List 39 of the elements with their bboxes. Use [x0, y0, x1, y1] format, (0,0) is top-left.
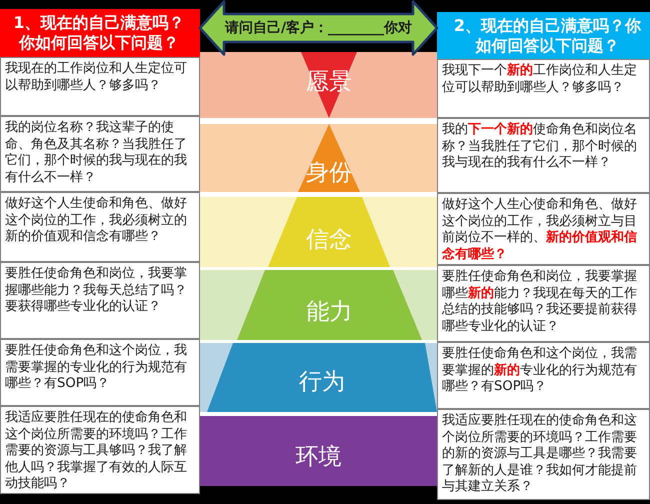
- question-cell: [437, 409, 650, 500]
- question-cell: [437, 265, 650, 342]
- pyramid-level: [237, 270, 422, 340]
- question-text: 做好这个人生心使命和角色、做好这个岗位的工作，我必须树立与目前岗位不一样的、新的价值观和信念有哪些？: [442, 197, 638, 263]
- question-cell: [437, 342, 650, 409]
- header-text: 2、现在的自己满意吗？你如何回答以下问题？: [452, 16, 642, 56]
- level-label: 能力: [306, 299, 352, 325]
- question-cell: [437, 118, 650, 193]
- question-cell: [0, 57, 200, 116]
- question-text: 做好这个人生使命和角色、做好这个岗位的工作，我必须树立的新的价值观和信念有哪些？: [5, 196, 188, 246]
- question-text: 要胜任使命角色和岗位，我要掌握哪些能力？我每天总结了吗？要获得哪些专业化的认证？: [5, 266, 188, 316]
- pyramid-level: [200, 416, 437, 486]
- header-text: 1、现在的自己满意吗？你如何回答以下问题？: [12, 13, 186, 53]
- level-label: 环境: [296, 444, 342, 470]
- level-label: 行为: [299, 369, 345, 395]
- question-text: 我的岗位名称？我这辈子的使命、角色及其名称？当我胜任了它们，那个时候的我与现在的我有什么不一样？: [5, 120, 188, 186]
- edge-label: 请问自己/客户：________你对: [224, 19, 412, 37]
- pyramid-level: [268, 197, 390, 267]
- question-text: 我的下一个新的使命角色和岗位名称？当我胜任了它们，那个时候的我与现在的我有什么不一样？: [442, 122, 638, 172]
- question-text: 要胜任使命角色和这个岗位，我需要掌握的专业化的行为规范有哪些？有SOP吗？: [5, 343, 188, 392]
- pyramid-level: [298, 124, 360, 192]
- question-text: 我现下一个新的工作岗位和人生定位可以帮助到哪些人？够多吗？: [442, 63, 638, 96]
- question-cell: [0, 339, 200, 406]
- question-cell: [0, 262, 200, 339]
- level-label: 信念: [306, 227, 352, 253]
- question-cell: [437, 59, 650, 118]
- double-arrow: [198, 0, 438, 56]
- question-text: 我适应要胜任现在的使命角色和这个岗位所需要的环境吗？工作需要的新的资源与工具是哪些？我需要了解新的人是谁？我如何才能提前与其建立关系？: [442, 413, 638, 496]
- question-header: [437, 12, 650, 59]
- question-text: 我现在的工作岗位和人生定位可以帮助到哪些人？够多吗？: [5, 61, 188, 94]
- question-cell: [437, 193, 650, 265]
- level-label: 身份: [306, 160, 352, 186]
- pyramid-level: [207, 343, 437, 412]
- question-text: 我适应要胜任现在的使命角色和这个岗位所需要的环境吗？工作需要的资源与工具够吗？我了解他人吗？我掌握了有效的人际互动技能吗？: [5, 410, 188, 492]
- question-text: 要胜任使命角色和岗位，我要掌握哪些新的能力？我现在每天的工作总结的技能够吗？我还要提前获得哪些专业化的认证？: [442, 269, 638, 335]
- question-header: [0, 9, 200, 57]
- question-cell: [0, 116, 200, 192]
- question-text: 要胜任使命角色和这个岗位，我需要掌握的新的专业化的行为规范有哪些？有SOP吗？: [442, 346, 638, 396]
- question-cell: [0, 192, 200, 262]
